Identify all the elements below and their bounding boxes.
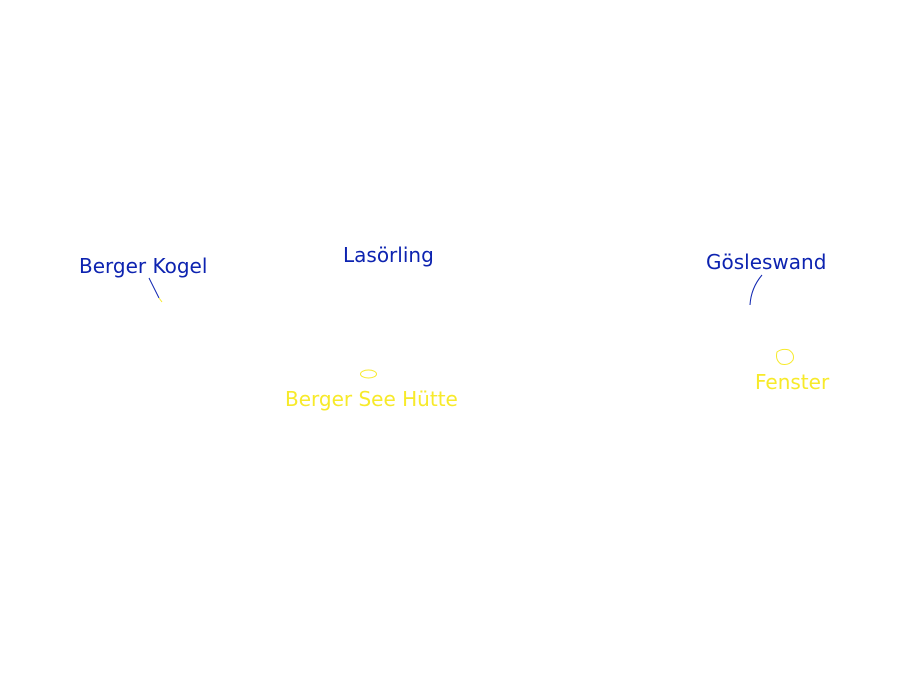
label-fenster: Fenster xyxy=(755,370,830,394)
label-berger-see-huette: Berger See Hütte xyxy=(285,387,458,411)
fenster-outline xyxy=(776,348,794,365)
label-goesleswand: Gösleswand xyxy=(706,250,827,274)
berger-kogel-trail-line xyxy=(148,277,160,299)
label-berger-kogel: Berger Kogel xyxy=(79,254,208,278)
berger-kogel-trail-end xyxy=(158,297,163,303)
label-lasoerling: Lasörling xyxy=(343,243,434,267)
goesleswand-trail-line xyxy=(749,274,763,306)
berger-see-lake-outline xyxy=(360,369,377,379)
